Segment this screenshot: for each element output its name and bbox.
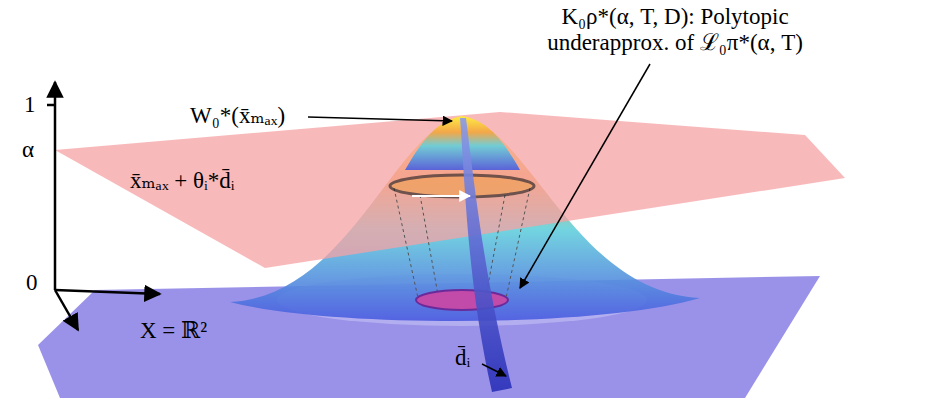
axis-tick-holder: 1 bbox=[24, 92, 36, 118]
axis-tick: 0 bbox=[26, 270, 38, 295]
axis-tick: α bbox=[22, 137, 34, 162]
axis-tick-holder: 0 bbox=[26, 270, 38, 296]
boundary-point-label: x̄ₘₐₓ + θᵢ*d̄ᵢ bbox=[130, 168, 235, 193]
state-space-label-holder: X = ℝ² bbox=[140, 318, 207, 344]
peak-label: W₀*(x̄ₘₐₓ) bbox=[190, 103, 285, 128]
projection-lines bbox=[394, 188, 530, 306]
callout-leader bbox=[520, 64, 650, 288]
level-set-ring bbox=[390, 175, 534, 197]
state-space-label: X = ℝ² bbox=[140, 318, 207, 343]
boundary-point-label-holder: x̄ₘₐₓ + θᵢ*d̄ᵢ bbox=[130, 168, 235, 194]
alpha-plane bbox=[55, 112, 845, 268]
direction-label: d̄ᵢ bbox=[455, 345, 470, 370]
state-plane bbox=[38, 276, 820, 398]
callout-text-holder: K₀ρ*(α, T, D): Polytopic underapprox. of… bbox=[505, 4, 845, 57]
axes bbox=[47, 82, 160, 330]
projected-set bbox=[416, 290, 508, 310]
peak-leader bbox=[308, 117, 452, 121]
direction-vector bbox=[482, 364, 506, 376]
callout-text: K₀ρ*(α, T, D): Polytopic underapprox. of… bbox=[505, 4, 845, 57]
direction-arrow bbox=[412, 195, 470, 197]
peak-label-holder: W₀*(x̄ₘₐₓ) bbox=[190, 103, 285, 129]
direction-label-holder: d̄ᵢ bbox=[455, 345, 470, 371]
axis-tick-holder: α bbox=[22, 137, 34, 163]
axis-tick: 1 bbox=[24, 92, 36, 117]
